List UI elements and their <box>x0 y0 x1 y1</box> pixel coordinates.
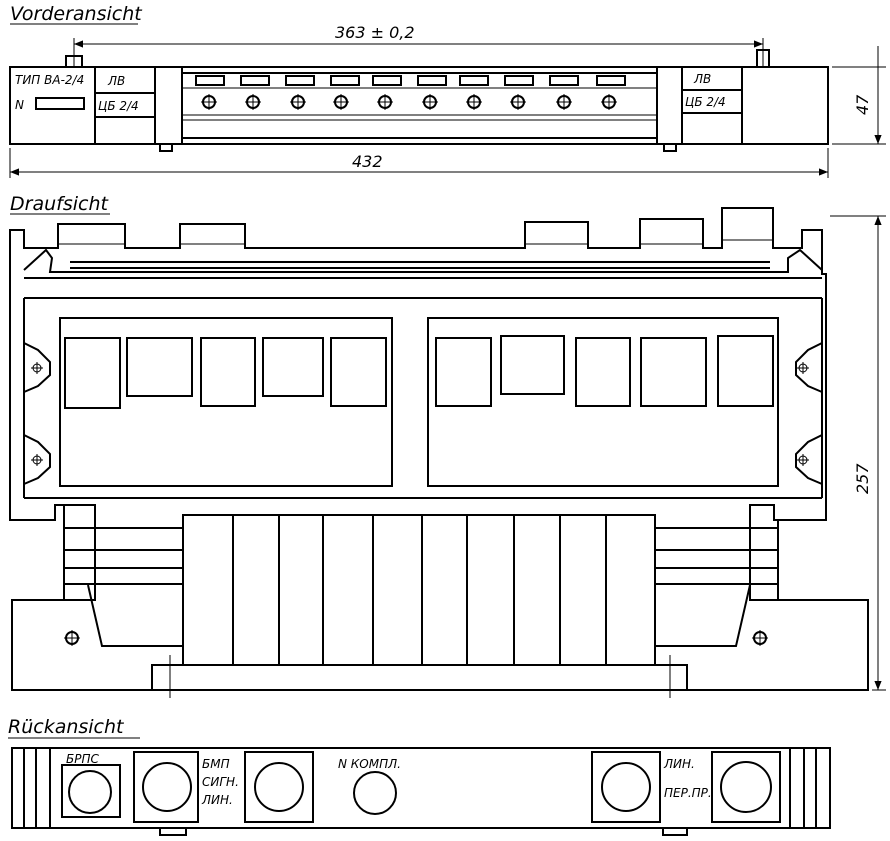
connector-bmp-right <box>244 751 314 823</box>
wire-bundles <box>63 505 779 647</box>
lamp-windows <box>195 75 626 86</box>
dim-length: 432 <box>352 152 383 171</box>
connector-kompl <box>353 771 397 815</box>
type-label: ТИП ВА-2/4 <box>15 73 84 87</box>
right-jack-bottom: ЦБ 2/4 <box>685 95 726 109</box>
front-screws <box>201 94 617 110</box>
label-bmp: БМП <box>202 757 230 771</box>
front-view-title: Vorderansicht <box>10 3 143 25</box>
label-lin-right: ЛИН. <box>663 757 695 771</box>
back-view: Rückansicht БРПС БМП СИГН. ЛИН. N КОМПЛ.… <box>8 716 831 836</box>
label-lin-left: ЛИН. <box>201 793 233 807</box>
front-view: Vorderansicht ТИП ВА-2/4 N ЛВ ЦБ 2/4 <box>9 3 886 178</box>
top-view: Draufsicht <box>9 193 886 698</box>
right-jack-top: ЛВ <box>693 72 711 86</box>
back-view-title: Rückansicht <box>8 716 125 738</box>
right-panel <box>427 317 779 487</box>
label-perpr: ПЕР.ПР. <box>664 786 712 800</box>
guide-clips <box>23 342 823 485</box>
top-view-title: Draufsicht <box>10 193 109 215</box>
right-panel-windows <box>435 335 774 407</box>
label-brps: БРПС <box>66 752 99 766</box>
dim-pitch: 363 ± 0,2 <box>335 23 415 42</box>
connector-brps <box>61 764 121 818</box>
connector-lin <box>591 751 661 823</box>
top-outline <box>9 207 869 691</box>
left-jack-bottom: ЦБ 2/4 <box>98 99 139 113</box>
dim-height: 47 <box>853 94 872 115</box>
left-panel-windows <box>64 337 387 409</box>
dim-depth: 257 <box>853 463 872 494</box>
connector-perpr <box>711 751 781 823</box>
left-jack-top: ЛВ <box>107 74 125 88</box>
left-panel <box>59 317 393 487</box>
number-plate <box>35 97 85 110</box>
base-plate <box>151 664 688 691</box>
label-kompl: N КОМПЛ. <box>338 757 401 771</box>
label-sign: СИГН. <box>202 775 239 789</box>
relay-blocks <box>182 514 656 666</box>
back-body <box>11 747 831 829</box>
connector-bmp-left <box>133 751 199 823</box>
number-label: N <box>15 98 24 112</box>
